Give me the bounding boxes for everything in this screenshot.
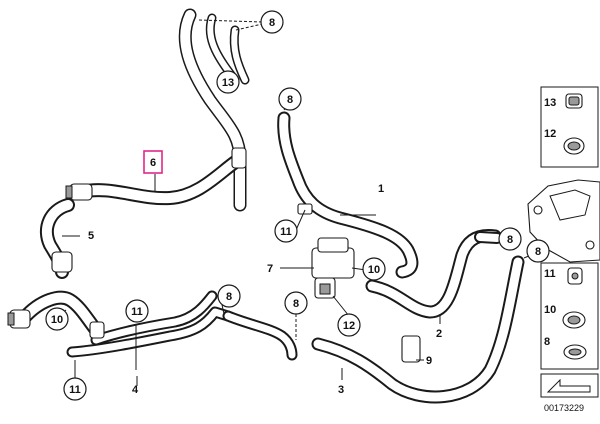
bracket-plate [297, 203, 313, 215]
callout-4[interactable]: 4 [132, 384, 139, 396]
callout-label: 7 [267, 263, 273, 275]
callout-10-left[interactable]: 10 [45, 307, 69, 331]
bleed-screw [89, 321, 105, 339]
callout-3[interactable]: 3 [338, 384, 344, 396]
callout-label: 10 [51, 314, 63, 326]
water-valve-top [317, 237, 349, 253]
callout-10-center[interactable]: 10 [362, 257, 386, 281]
hose10-connector-ring [7, 312, 15, 326]
callout-label: 11 [69, 384, 81, 396]
legend-12-label: 12 [544, 128, 556, 140]
callout-8-right-a[interactable]: 8 [498, 227, 522, 251]
clamp-8-icon [563, 344, 587, 360]
callout-label: 8 [287, 94, 293, 106]
legend-8-label: 8 [544, 336, 550, 348]
callout-label: 8 [226, 291, 232, 303]
parts-panel-bottom: 11 10 8 [540, 262, 599, 370]
callout-label: 8 [507, 234, 513, 246]
callout-8-upper[interactable]: 8 [278, 87, 302, 111]
callout-11-left[interactable]: 11 [125, 299, 149, 323]
callout-5[interactable]: 5 [88, 230, 94, 242]
fittings [7, 147, 600, 363]
hose6-connector-ring [65, 185, 73, 199]
hose-lines [17, 8, 525, 404]
callout-8-top[interactable]: 8 [260, 10, 284, 34]
callout-13[interactable]: 13 [216, 70, 240, 94]
arrow-panel [540, 373, 599, 398]
clip-13-icon [565, 93, 583, 109]
callout-7[interactable]: 7 [267, 263, 273, 275]
callout-label: 8 [293, 298, 299, 310]
clamp-10-icon [562, 311, 586, 329]
callout-label: 8 [269, 17, 275, 29]
callout-9[interactable]: 9 [426, 355, 432, 367]
callout-12[interactable]: 12 [337, 313, 361, 337]
water-valve-port-inner [319, 283, 331, 295]
callout-8-mid[interactable]: 8 [217, 284, 241, 308]
callout-label: 13 [222, 77, 234, 89]
callout-label: 5 [88, 230, 94, 242]
legend-11-label: 11 [544, 268, 556, 280]
arrow-icon [546, 378, 591, 393]
clip-11-icon [567, 267, 583, 285]
callout-6-highlighted[interactable]: 6 [143, 150, 163, 174]
callout-label: 8 [535, 246, 541, 258]
callout-label: 6 [150, 157, 156, 169]
legend-10-label: 10 [544, 304, 556, 316]
callout-label: 3 [338, 384, 344, 396]
callout-label: 11 [280, 226, 292, 238]
pump-9 [401, 335, 421, 363]
callout-label: 1 [378, 183, 384, 195]
legend-13-label: 13 [544, 97, 556, 109]
callout-2[interactable]: 2 [436, 328, 442, 340]
callout-label: 9 [426, 355, 432, 367]
document-number: 00173229 [544, 403, 584, 413]
callout-label: 2 [436, 328, 442, 340]
callout-label: 4 [132, 384, 139, 396]
parts-panel-top: 13 12 [540, 86, 599, 168]
hose6-connector [69, 183, 93, 201]
callout-label: 11 [131, 306, 143, 318]
callout-label: 10 [368, 264, 380, 276]
seal-12-icon [563, 137, 585, 155]
callout-11-center[interactable]: 11 [274, 219, 298, 243]
engine-block-fragment [527, 179, 600, 263]
hose5-connector [51, 251, 73, 273]
callout-8-right-b[interactable]: 8 [526, 239, 550, 263]
callout-label: 12 [343, 320, 355, 332]
hose-clamp [231, 147, 247, 169]
callout-8-center[interactable]: 8 [284, 291, 308, 315]
callout-1[interactable]: 1 [378, 183, 384, 195]
callout-11-bottom[interactable]: 11 [63, 377, 87, 401]
